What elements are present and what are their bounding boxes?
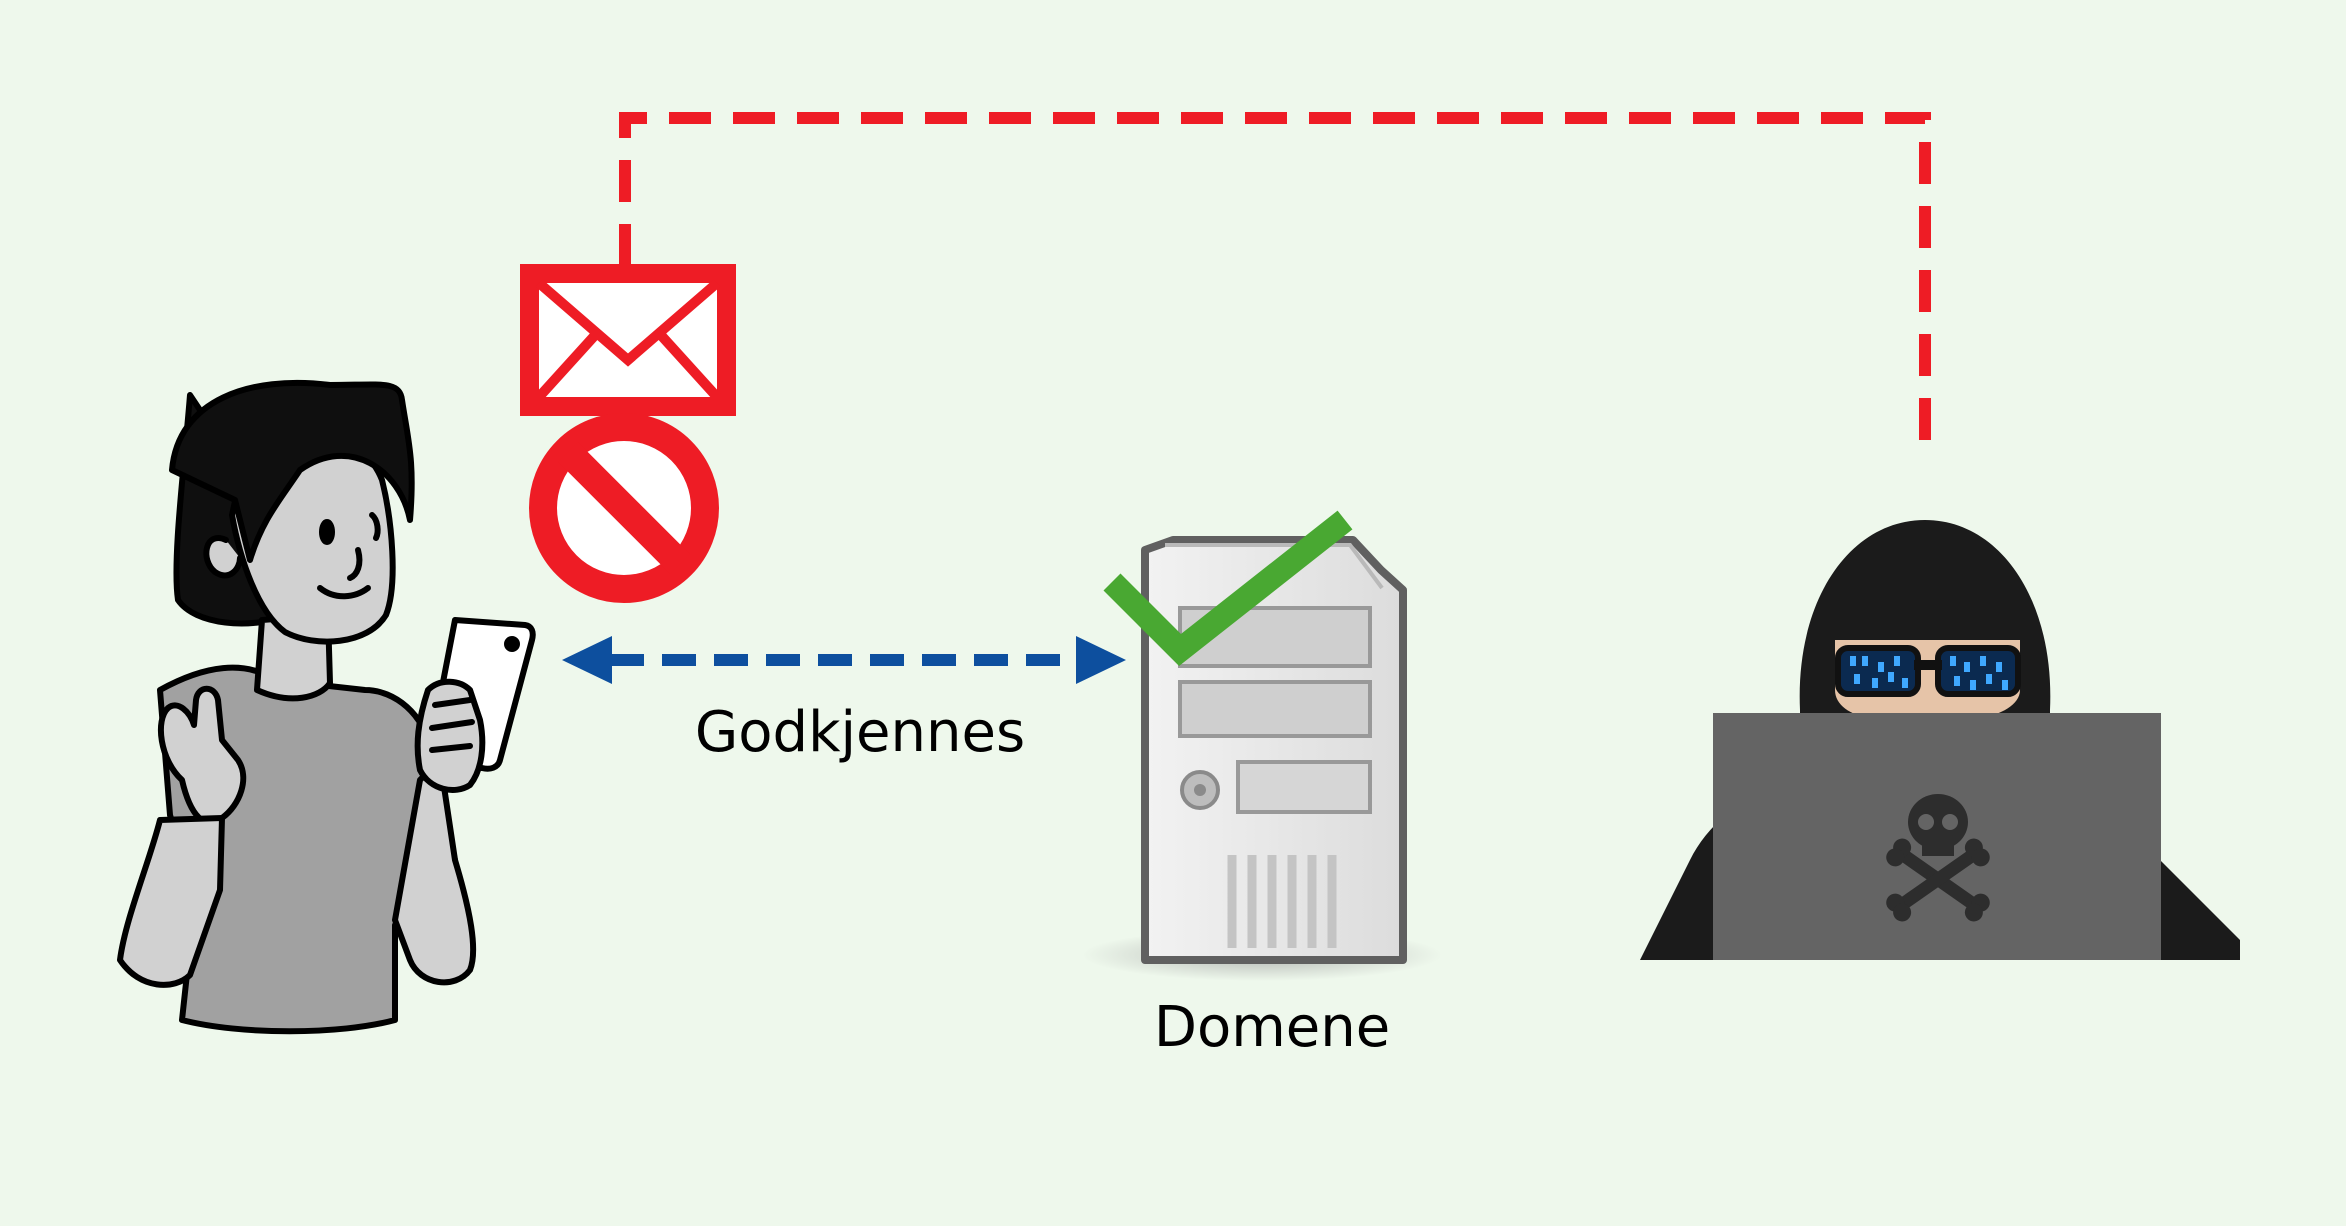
checkmark-icon <box>1103 510 1353 667</box>
blocked-message-path <box>619 112 1931 440</box>
envelope-icon <box>520 264 736 416</box>
approved-connection-arrow <box>562 636 1126 684</box>
woman-with-phone-icon <box>117 379 536 1035</box>
prohibited-icon <box>529 413 719 603</box>
domain-label: Domene <box>1153 995 1391 1060</box>
approved-label: Godkjennes <box>694 700 1026 765</box>
server-tower-icon <box>1082 536 1442 981</box>
laptop-skull-icon <box>1713 713 2161 960</box>
